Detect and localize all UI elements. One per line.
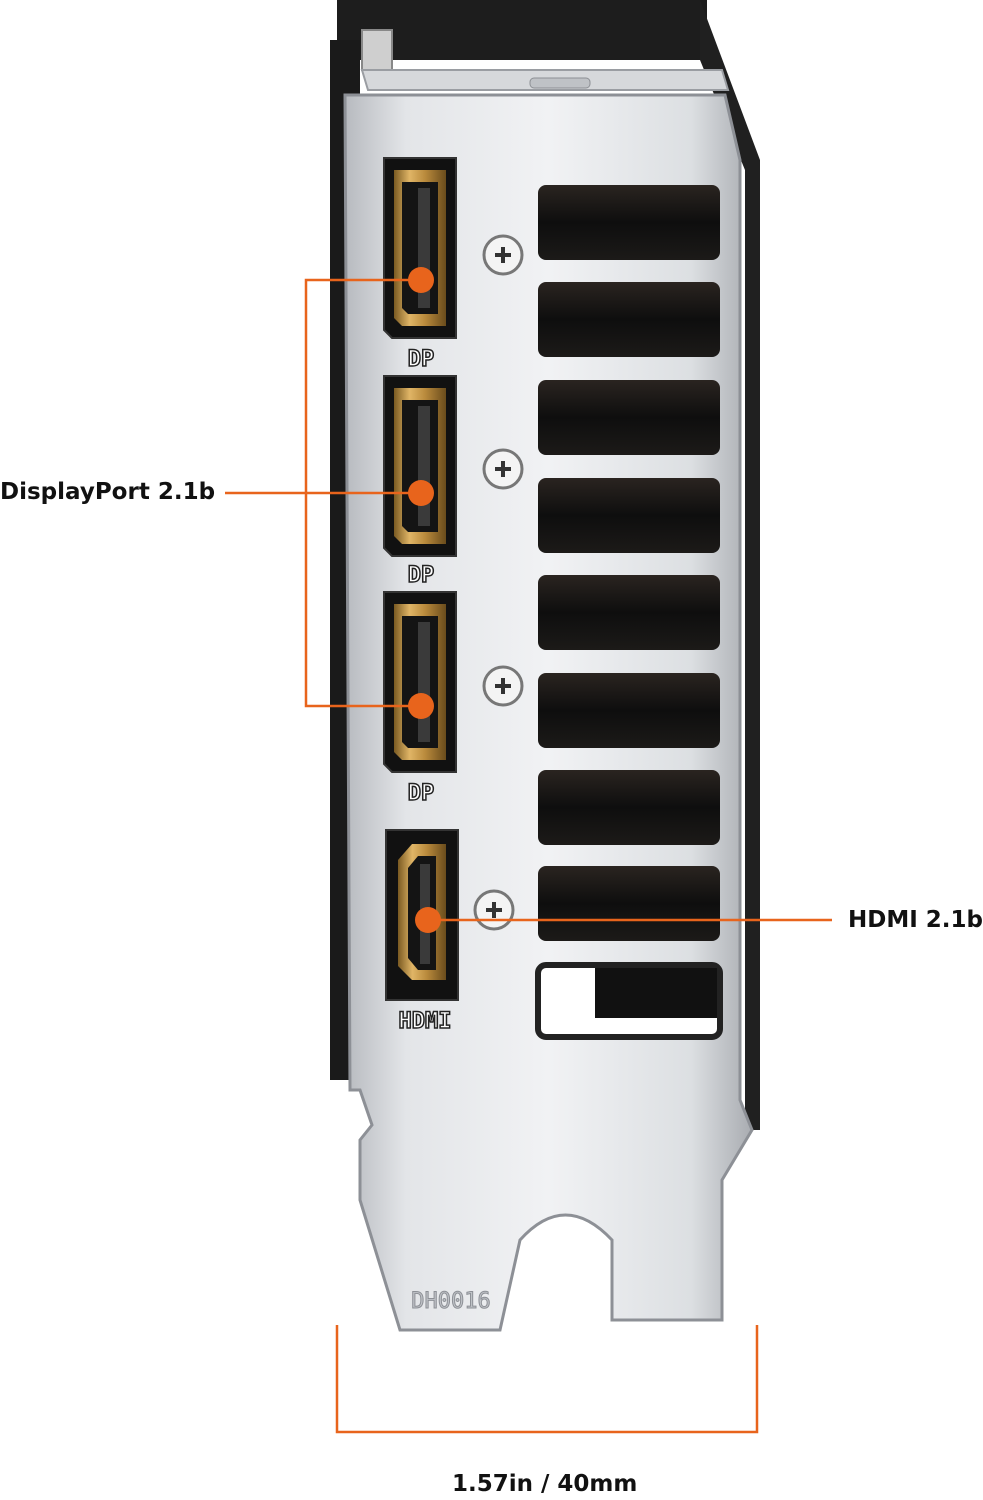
hdmi-callout-label: HDMI 2.1b xyxy=(848,907,983,933)
vent-slot xyxy=(538,185,720,260)
width-dimension-bracket xyxy=(335,1325,759,1434)
vent-slot xyxy=(538,478,720,553)
callout-dot xyxy=(415,907,441,933)
vent-slot xyxy=(538,282,720,357)
port-label-dp: DP xyxy=(408,781,435,806)
displayport-connector xyxy=(383,157,457,339)
vent-slot xyxy=(538,673,720,748)
bracket-width-label: 1.57in / 40mm xyxy=(452,1471,638,1497)
displayport-connector xyxy=(383,591,457,773)
vent-slot xyxy=(538,770,720,845)
screw-icon xyxy=(482,448,524,490)
displayport-callout-lines xyxy=(225,278,421,708)
displayport-connector xyxy=(383,375,457,557)
vent-slot xyxy=(538,575,720,650)
screw-icon xyxy=(482,234,524,276)
screw-icon xyxy=(482,665,524,707)
vent-slots xyxy=(535,185,723,1040)
displayport-callout-label: DisplayPort 2.1b xyxy=(0,479,216,505)
vent-slot xyxy=(538,866,720,941)
bracket-top-lip xyxy=(360,69,730,91)
callout-dot xyxy=(408,480,434,506)
port-label-hdmi: HDMI xyxy=(399,1009,452,1034)
callout-dot xyxy=(408,693,434,719)
port-label-dp: DP xyxy=(408,347,435,372)
callout-dot xyxy=(408,267,434,293)
vent-slot xyxy=(538,380,720,455)
bracket-stamp: DH0016 xyxy=(411,1289,490,1314)
bracket-screws xyxy=(473,234,524,931)
screw-icon xyxy=(473,889,515,931)
port-label-dp: DP xyxy=(408,563,435,588)
